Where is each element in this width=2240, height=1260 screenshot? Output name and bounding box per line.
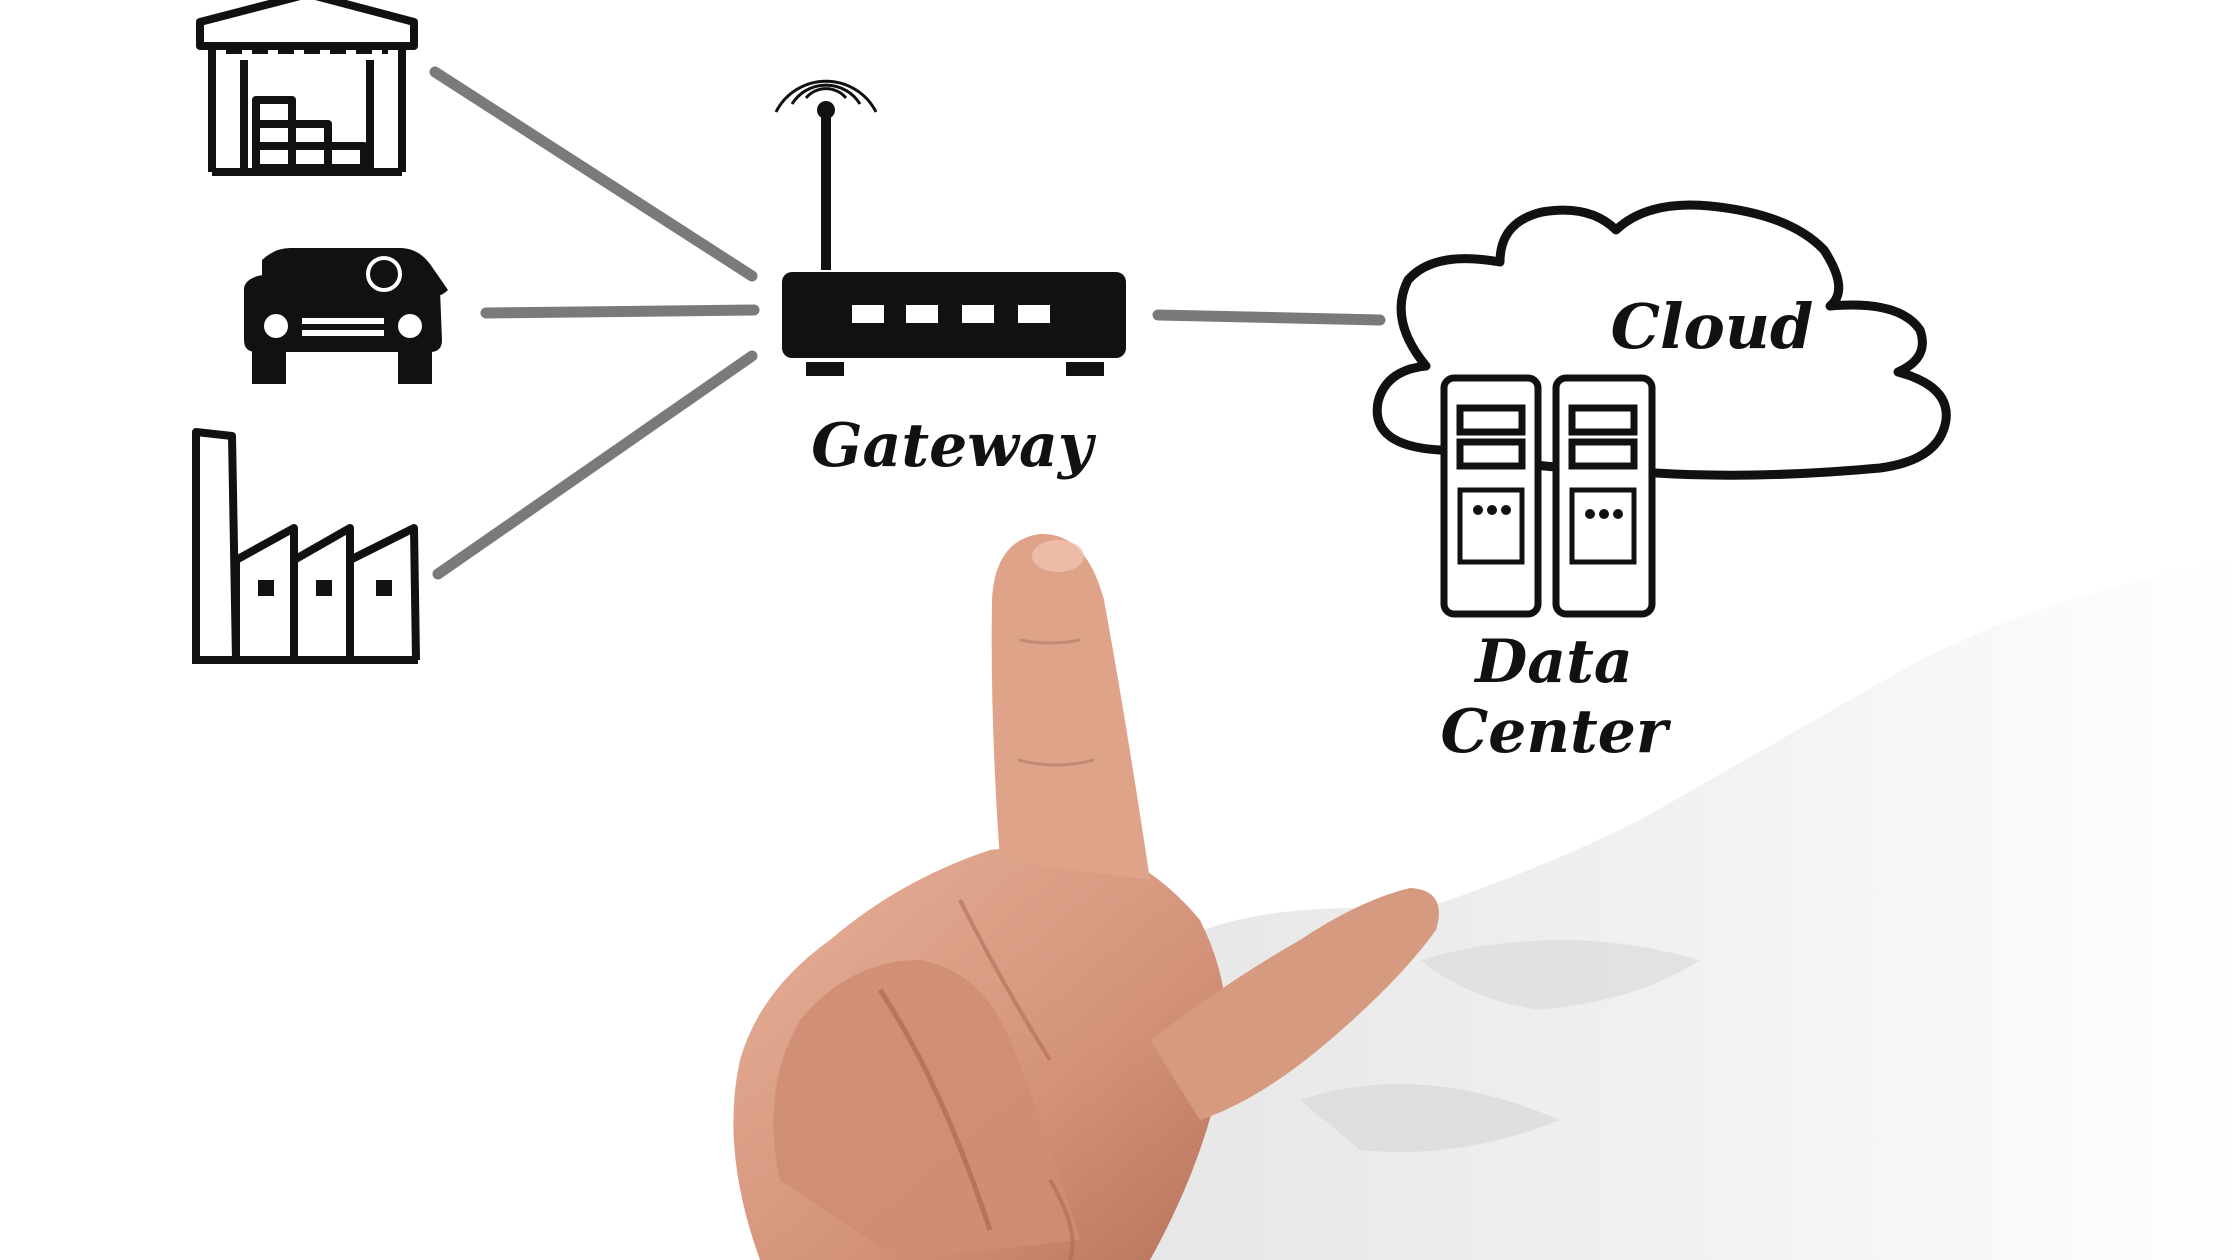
connector-lines xyxy=(429,66,1386,580)
factory-icon xyxy=(192,428,420,664)
connector-car-gateway xyxy=(480,304,760,319)
connector-gateway-cloud xyxy=(1152,309,1386,326)
connector-factory-gateway xyxy=(432,350,758,580)
cloud-label: Cloud xyxy=(1611,290,1814,363)
data-center-label-line1: Data xyxy=(1473,627,1633,697)
sleeve-fold-shadow xyxy=(1300,1084,1560,1152)
hand-thumb xyxy=(1150,888,1439,1120)
server-indicator-dots xyxy=(1473,505,1623,519)
shirt-sleeve xyxy=(1130,560,2240,1260)
connector-warehouse-gateway xyxy=(429,66,758,282)
warehouse-icon xyxy=(196,0,418,176)
data-center-label-line2: Center xyxy=(1440,697,1671,767)
car-icon xyxy=(244,248,448,384)
hand-index-finger xyxy=(991,533,1150,880)
gateway-label: Gateway xyxy=(811,411,1097,481)
router-icon xyxy=(774,79,1126,376)
pointing-hand xyxy=(733,533,1439,1260)
server-icon xyxy=(1440,374,1656,618)
hand-curled-fingers xyxy=(773,960,1080,1260)
cloud-icon xyxy=(1372,200,1951,480)
sleeve-fold-shadow xyxy=(1420,940,1700,1010)
